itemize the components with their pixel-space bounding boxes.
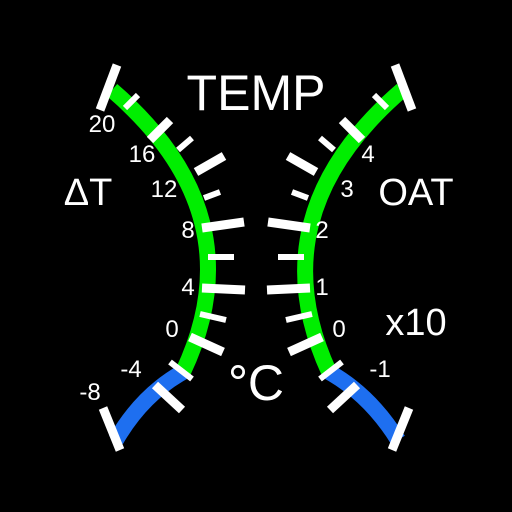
left-tick bbox=[122, 92, 141, 111]
right-tick bbox=[318, 359, 344, 382]
right-arc-bands bbox=[297, 83, 408, 445]
left-tick bbox=[201, 217, 245, 233]
left-end-tick-top bbox=[95, 63, 122, 112]
left-tick bbox=[146, 116, 174, 144]
left-green-band bbox=[106, 83, 216, 376]
right-tick bbox=[371, 92, 390, 111]
left-arc-bands bbox=[106, 83, 216, 445]
left-tick bbox=[176, 135, 194, 153]
left-blue-band bbox=[109, 365, 188, 445]
right-tick bbox=[338, 116, 366, 144]
right-green-band bbox=[297, 83, 408, 376]
left-tick bbox=[193, 152, 227, 176]
right-tick bbox=[287, 332, 324, 357]
left-tick bbox=[201, 283, 246, 295]
left-scale-label: 16 bbox=[129, 141, 156, 168]
right-scale-label: 2 bbox=[315, 217, 328, 244]
right-scale-label: -1 bbox=[369, 356, 390, 383]
right-tick bbox=[285, 311, 313, 323]
right-tick bbox=[285, 152, 319, 176]
left-gauge-label: ΔT bbox=[64, 172, 113, 214]
right-tick bbox=[267, 217, 311, 233]
right-end-tick-top bbox=[390, 63, 417, 112]
right-tick bbox=[326, 381, 361, 414]
left-tick bbox=[188, 332, 225, 357]
left-scale-label: 8 bbox=[181, 217, 194, 244]
left-scale-label: -8 bbox=[79, 379, 100, 406]
gauge-title: TEMP bbox=[187, 65, 326, 121]
left-tick bbox=[151, 381, 186, 414]
right-scale-ticks bbox=[266, 63, 417, 452]
right-end-tick-bottom bbox=[387, 406, 414, 452]
left-scale-label: 4 bbox=[181, 274, 194, 301]
left-scale-label: -4 bbox=[120, 356, 141, 383]
right-scale-label: 4 bbox=[361, 141, 374, 168]
right-gauge-multiplier: x10 bbox=[385, 302, 446, 344]
left-tick bbox=[202, 189, 222, 201]
right-blue-band bbox=[324, 365, 405, 445]
right-scale-label: 0 bbox=[332, 316, 345, 343]
left-scale-label: 20 bbox=[89, 111, 116, 138]
left-scale-label: 12 bbox=[151, 176, 178, 203]
right-scale-label: 1 bbox=[315, 274, 328, 301]
right-tick bbox=[266, 283, 311, 295]
right-gauge-label: OAT bbox=[378, 172, 453, 214]
left-tick bbox=[199, 311, 227, 323]
left-tick bbox=[168, 359, 194, 382]
right-tick bbox=[318, 135, 336, 153]
right-scale-label: 3 bbox=[340, 176, 353, 203]
left-end-tick-bottom bbox=[98, 406, 125, 452]
unit-label: °C bbox=[228, 355, 284, 411]
left-scale-label: 0 bbox=[165, 316, 178, 343]
left-scale-ticks bbox=[95, 63, 246, 452]
right-tick bbox=[290, 189, 310, 201]
